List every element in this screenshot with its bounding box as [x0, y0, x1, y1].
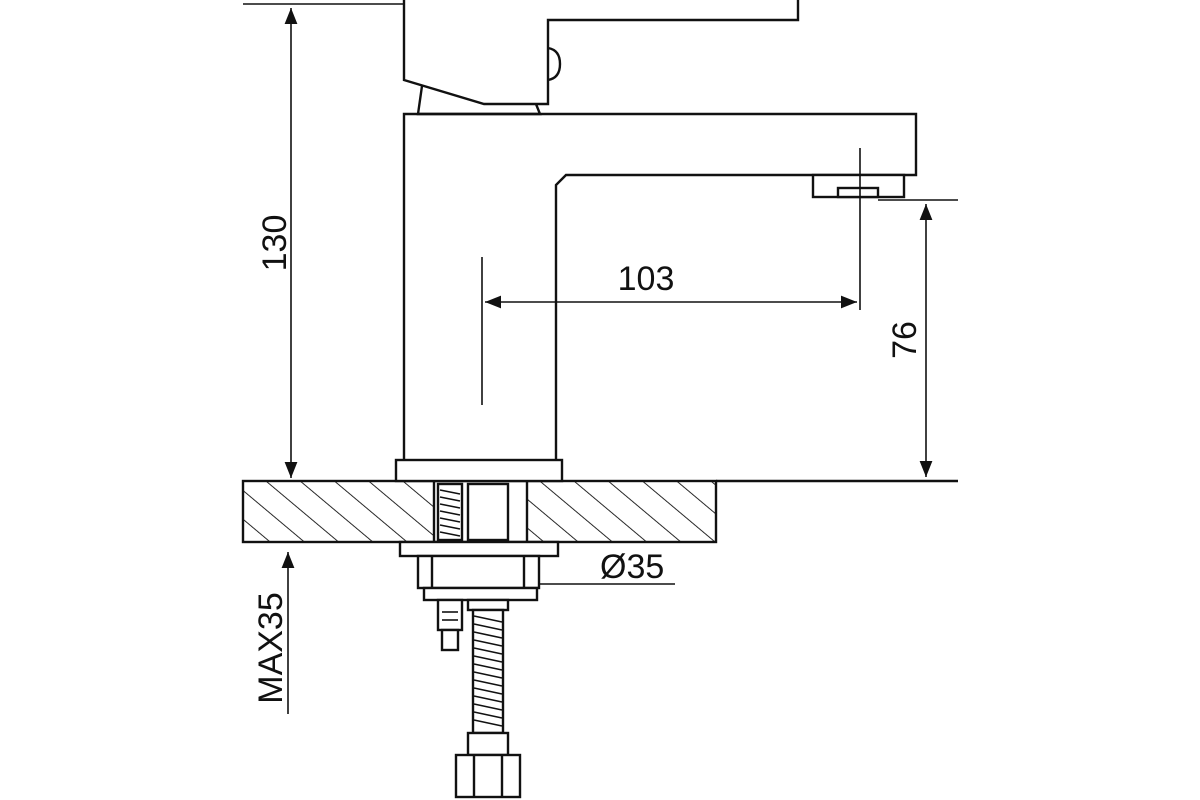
dimension-base-diameter: Ø35 [540, 548, 675, 586]
dimension-max-thickness: MAX35 [252, 552, 295, 714]
flexible-hose [454, 598, 522, 799]
dimension-height-total: 130 [243, 3, 404, 478]
dimension-label-130: 130 [256, 215, 294, 272]
dimension-label-max35: MAX35 [252, 592, 290, 704]
fixing-nut-assembly [398, 540, 560, 602]
lever-handle [402, 0, 800, 116]
faucet-body [402, 112, 918, 460]
mounting-shank [432, 479, 529, 544]
dimension-label-diameter: Ø35 [600, 548, 664, 586]
dimension-spout-height: 76 [878, 199, 958, 477]
dimension-label-103: 103 [618, 260, 675, 298]
countertop-section [241, 479, 958, 544]
dimension-label-76: 76 [886, 321, 924, 359]
dimension-spout-reach: 103 [481, 148, 861, 405]
faucet-base-ring [394, 458, 564, 483]
fixing-bolt [436, 598, 464, 652]
